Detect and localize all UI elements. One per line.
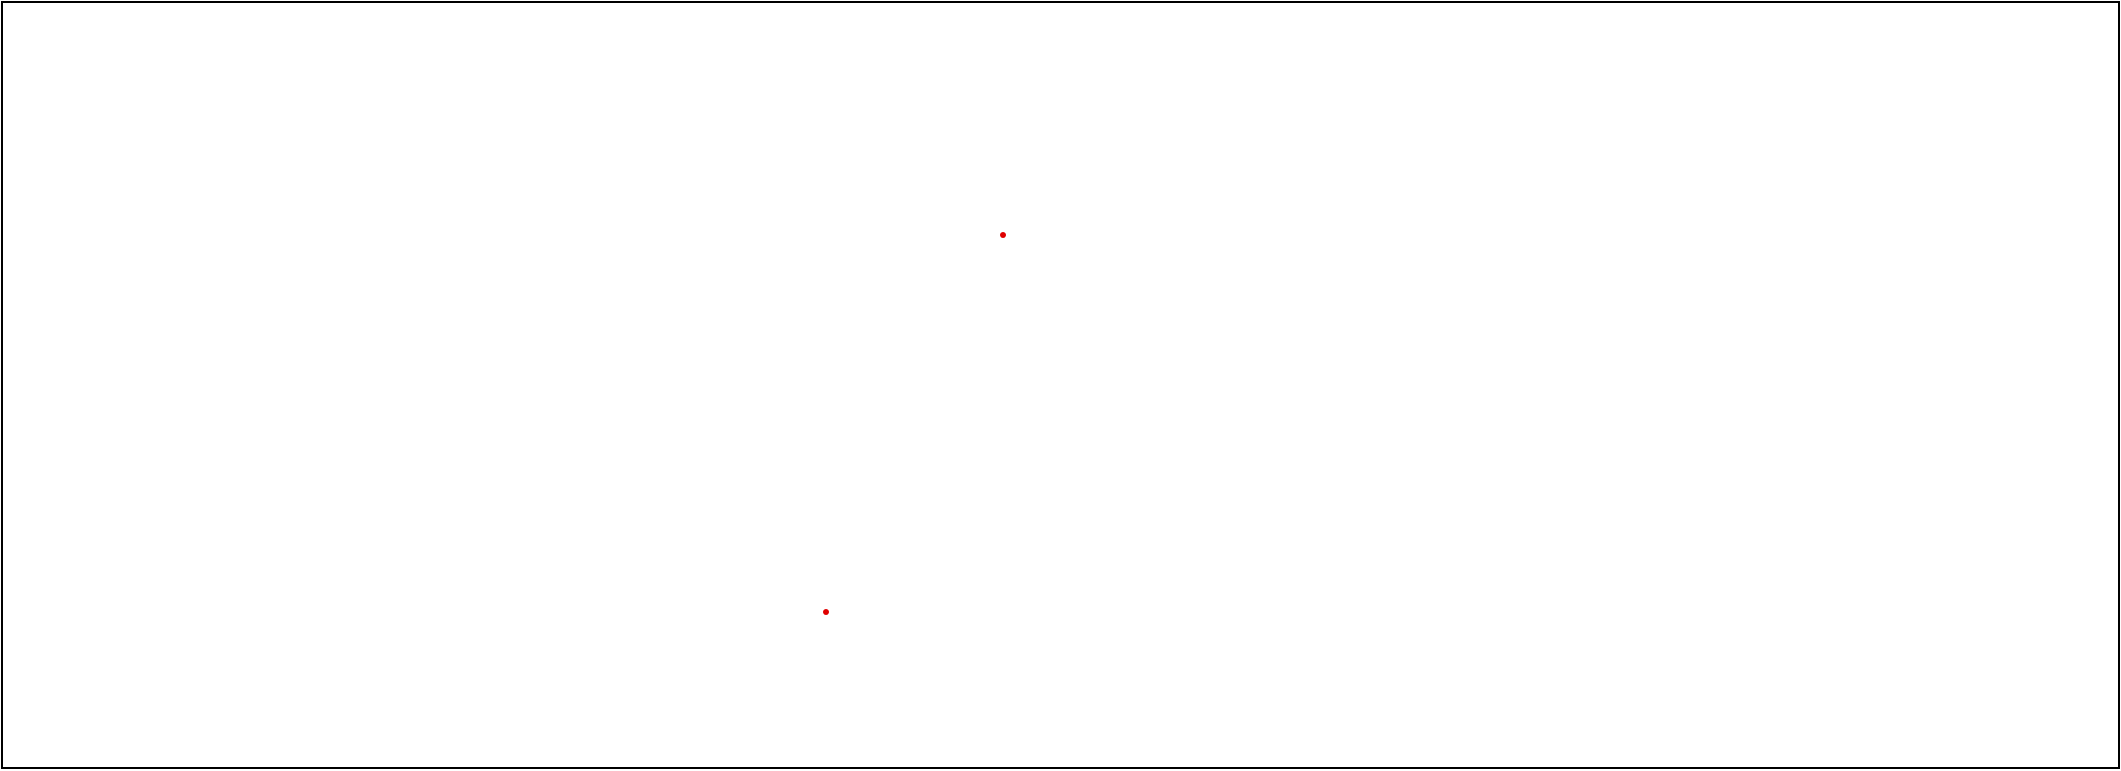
red-dot-marker <box>1000 232 1006 238</box>
red-dot-marker <box>823 609 829 615</box>
